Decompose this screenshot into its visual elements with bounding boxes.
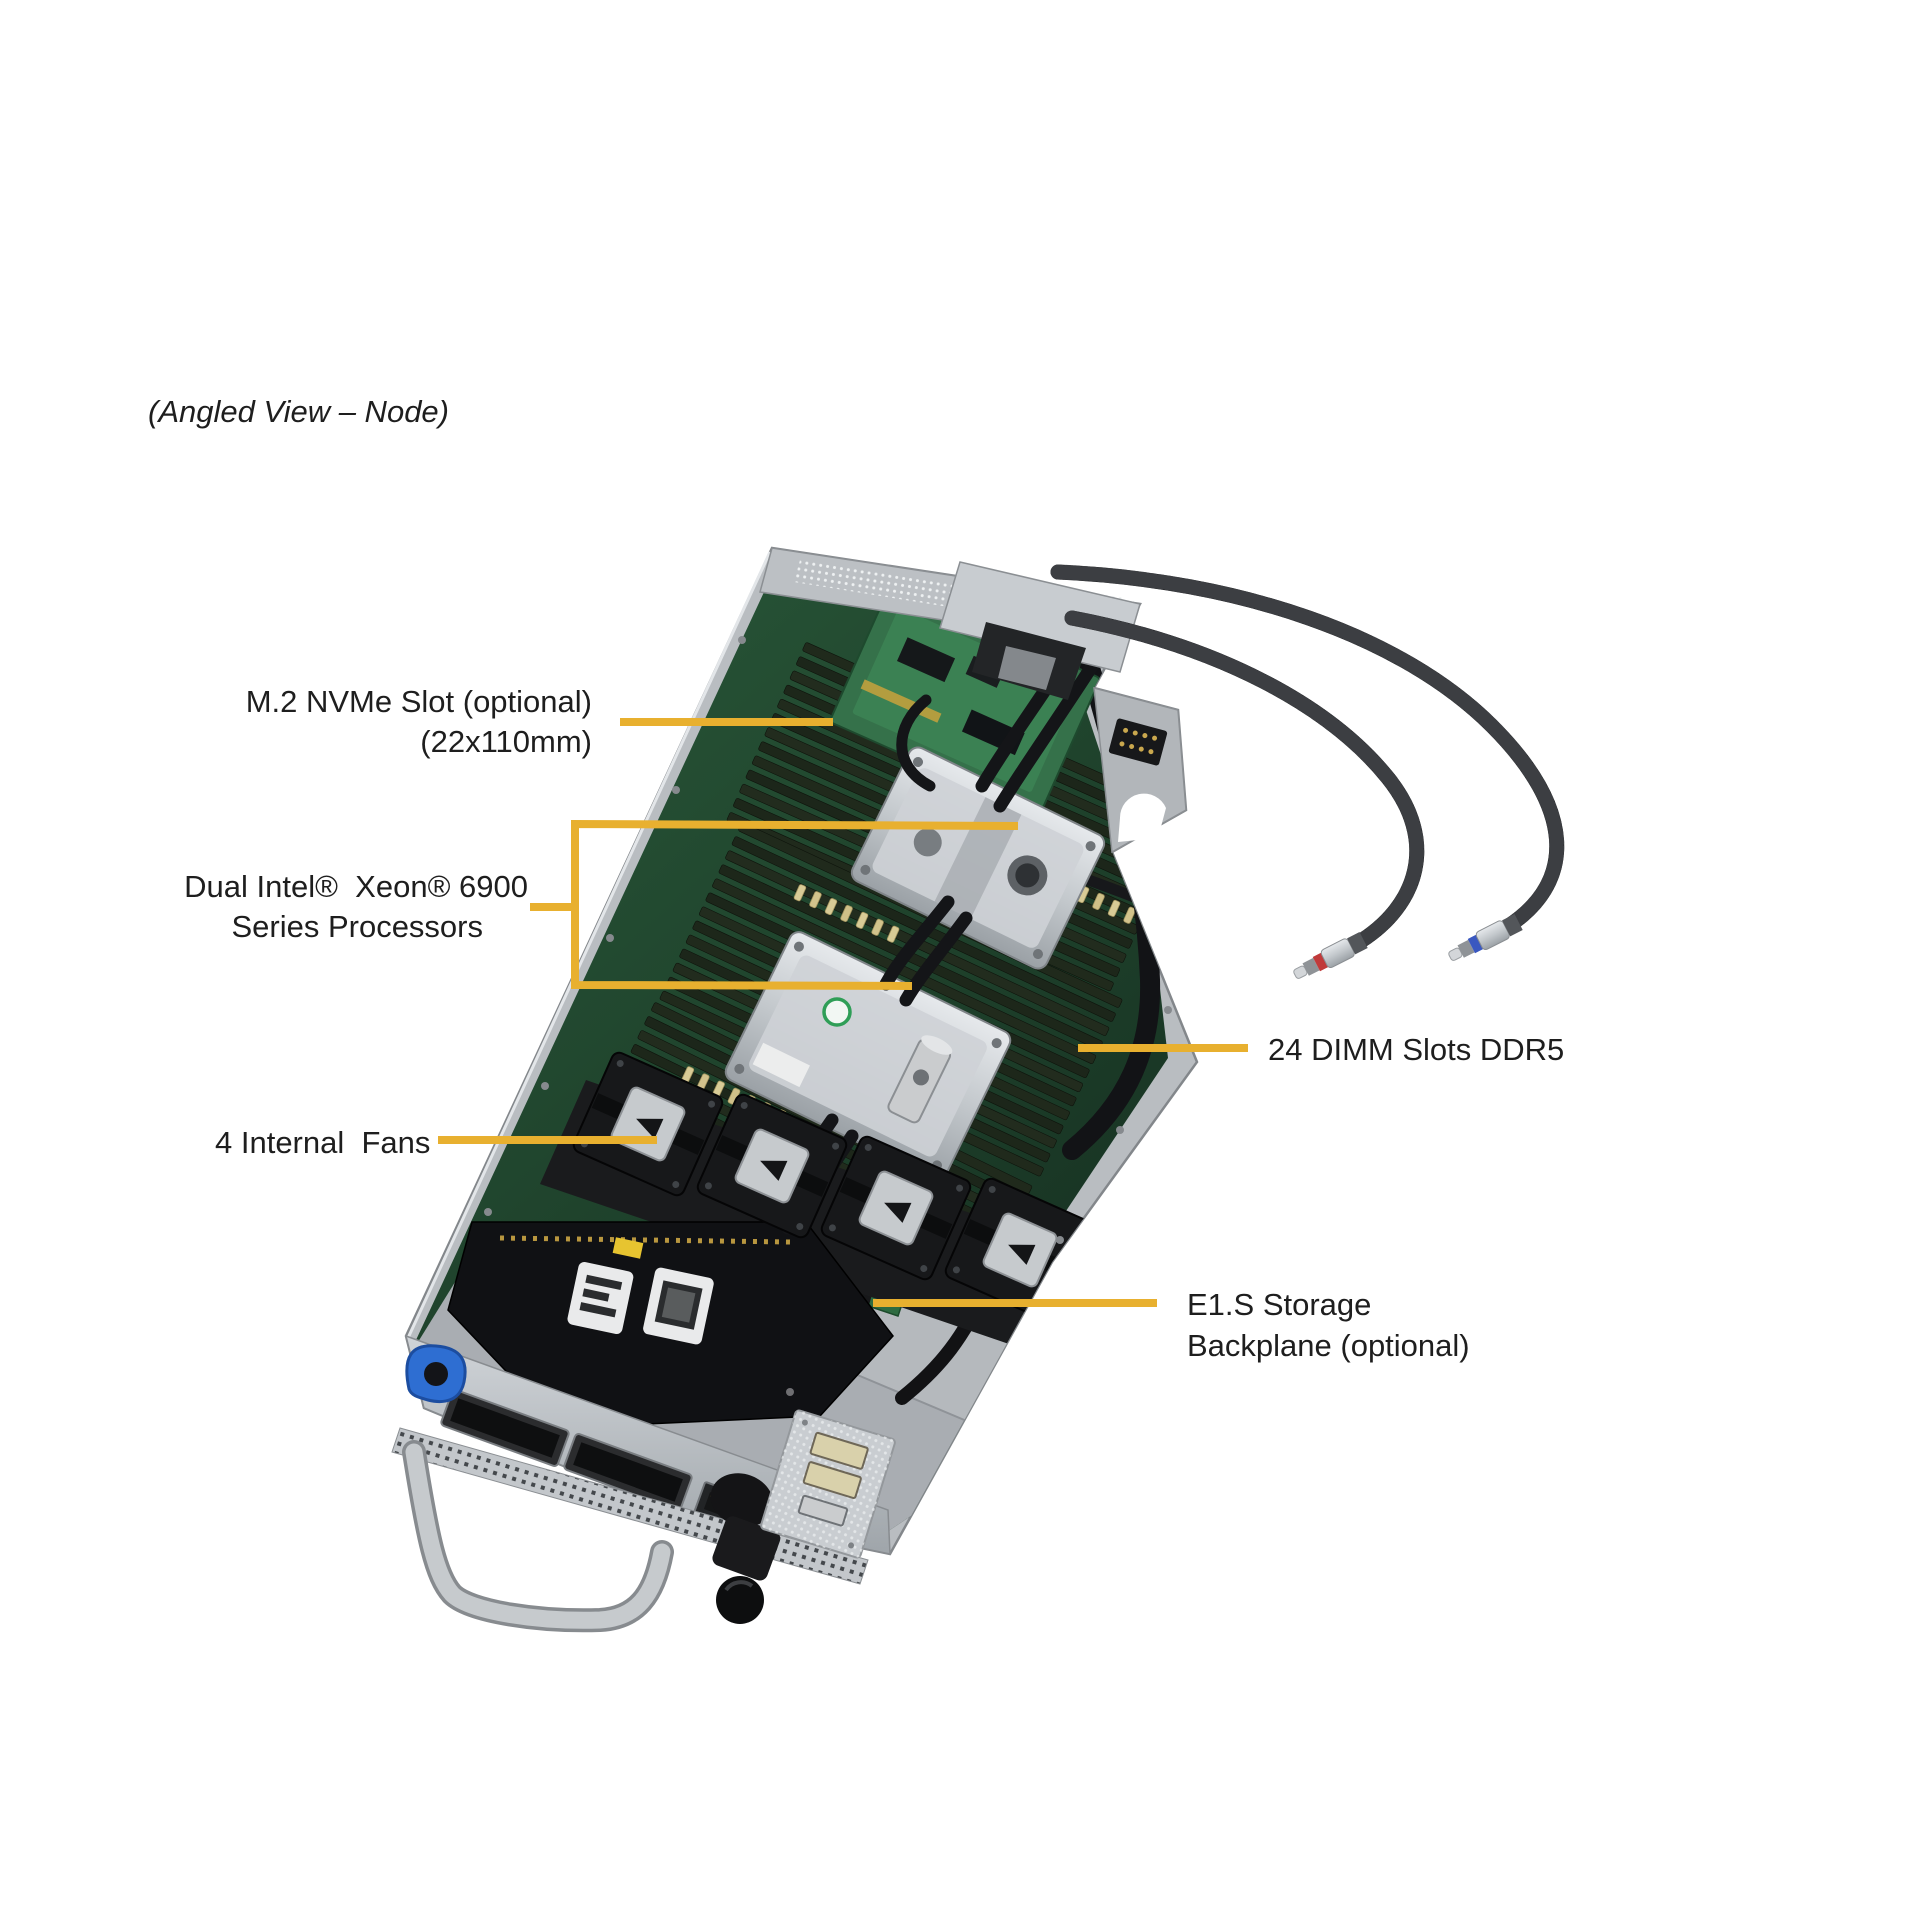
left-rail-highlight [406, 551, 772, 1339]
rear-io-box [939, 561, 1141, 700]
vent-grid-1 [794, 560, 986, 612]
usb-panel [760, 1409, 896, 1559]
label-e1s-line1: E1.S Storage [1187, 1287, 1371, 1322]
rear-module [998, 646, 1056, 690]
view-title: (Angled View – Node) [148, 394, 449, 429]
label-m2-line1: M.2 NVMe Slot (optional) [246, 684, 592, 719]
rail-screws [484, 636, 1172, 1244]
blue-band [1467, 934, 1484, 954]
label-fans: 4 Internal Fans [215, 1125, 430, 1160]
coolant-hoses [1050, 564, 1565, 979]
card-label-2 [643, 1267, 714, 1345]
bracket-cutout [1118, 793, 1166, 842]
red-band [1312, 952, 1329, 972]
blue-grommet [405, 1344, 467, 1404]
card-yellow-sticker [612, 1237, 644, 1259]
label-dimm: 24 DIMM Slots DDR5 [1268, 1032, 1564, 1067]
cpu2-label [752, 1042, 810, 1088]
front-rubber-parts [710, 1473, 781, 1624]
front-handle [402, 1440, 674, 1633]
card-gold-contacts [499, 1235, 791, 1245]
usb-port-1 [809, 1431, 869, 1470]
label-cpu-line1: Dual Intel® Xeon® 6900 [184, 869, 528, 904]
m2-chip-1 [896, 637, 956, 683]
quick-disconnect-red [1293, 932, 1368, 979]
right-step-bracket [1093, 686, 1187, 854]
qsfp-port-2 [563, 1433, 693, 1511]
cpu2-cold-plate [724, 931, 1012, 1181]
callout-lines [438, 718, 1248, 1307]
usb-port-2 [802, 1461, 862, 1500]
card-label-1 [567, 1262, 634, 1335]
card-screw-2 [786, 1388, 794, 1396]
qsfp-port-1 [440, 1389, 570, 1467]
label-e1s-line2: Backplane (optional) [1187, 1328, 1470, 1363]
label-m2-line2: (22x110mm) [420, 724, 592, 759]
label-cpu-line2: Series Processors [231, 909, 483, 944]
power-connector [1108, 718, 1168, 766]
green-logo-sticker [822, 997, 852, 1027]
tray-interior [416, 562, 1172, 1534]
quick-disconnect-blue [1448, 914, 1523, 961]
cpu1-cold-plate [850, 746, 1106, 970]
mini-port [797, 1494, 849, 1527]
